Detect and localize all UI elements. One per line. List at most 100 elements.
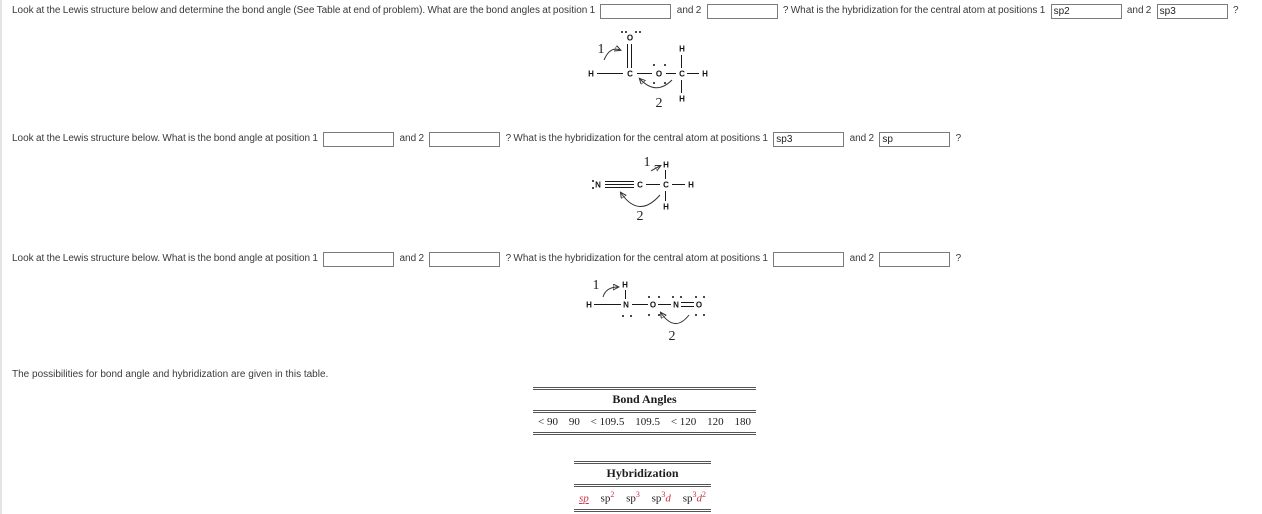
double-bond-line: [681, 306, 694, 307]
bond-line: [625, 290, 626, 299]
bond-angles-title: Bond Angles: [533, 390, 756, 413]
hybridization-title: Hybridization: [574, 464, 711, 487]
atom-hydrogen-bottom: H: [679, 94, 685, 104]
question-3-text-d: and 2: [849, 253, 875, 264]
bond-angle-option: < 109.5: [590, 416, 625, 428]
position-2-arc: [661, 313, 690, 324]
table-note: The possibilities for bond angle and hyb…: [12, 369, 329, 380]
bond-line: [681, 55, 682, 68]
q2-bond-angle-1-input[interactable]: [323, 131, 395, 147]
position-1-arrow: [650, 166, 660, 171]
question-1-text-d: and 2: [1126, 5, 1152, 16]
position-1-label: 1: [592, 278, 600, 293]
bond-angles-table: Bond Angles < 90 90 < 109.5 109.5 < 120 …: [533, 387, 756, 435]
question-3-text-c: ? What is the hybridization for the cent…: [505, 253, 768, 264]
question-2-text-c: ? What is the hybridization for the cent…: [505, 133, 768, 144]
position-1-label: 1: [643, 155, 651, 170]
question-2: Look at the Lewis structure below. What …: [12, 131, 1260, 148]
lone-pair-dot: [648, 314, 650, 316]
lone-pair-dot: [653, 82, 655, 84]
question-1-text-b: and 2: [676, 5, 702, 16]
bond-line: [666, 73, 676, 74]
question-3-text-b: and 2: [399, 253, 425, 264]
bond-angle-option: < 90: [538, 416, 558, 428]
lone-pair-dot: [635, 31, 637, 33]
bond-line: [665, 170, 666, 179]
bond-line: [632, 304, 648, 305]
q1-bond-angle-1-input[interactable]: [600, 3, 672, 19]
hybridization-text: sp: [600, 492, 611, 505]
q1-hybridization-1-input[interactable]: [1050, 3, 1122, 19]
q2-hybridization-2-input[interactable]: [879, 131, 951, 147]
bond-angle-option: 180: [734, 416, 751, 428]
hybridization-sup: 2: [610, 490, 615, 499]
q2-hybridization-1-input[interactable]: [773, 131, 845, 147]
lone-pair-dot: [653, 64, 655, 66]
hybridization-dsup: 2: [701, 490, 706, 499]
curved-arrows-3: [602, 276, 690, 324]
question-2-text-a: Look at the Lewis structure below. What …: [12, 133, 318, 144]
question-1-text-c: ? What is the hybridization for the cent…: [782, 5, 1046, 16]
bond-angle-option: 109.5: [635, 416, 660, 428]
atom-oxygen-ester: O: [655, 69, 663, 79]
q1-hybridization-2-input[interactable]: [1156, 3, 1228, 19]
q3-hybridization-2-input[interactable]: [879, 251, 951, 267]
atom-carbon-nitrile: C: [637, 180, 643, 190]
q3-bond-angle-2-input[interactable]: [429, 251, 501, 267]
curved-arrows-1: [603, 30, 673, 89]
hybridization-sup: 3: [661, 490, 666, 499]
hybridization-text: sp: [579, 492, 589, 505]
hybridization-option: sp3d2: [683, 490, 706, 505]
atom-oxygen-middle: O: [649, 300, 657, 310]
hybridization-option: sp: [579, 490, 589, 505]
lone-pair-dot: [639, 31, 641, 33]
q1-bond-angle-2-input[interactable]: [706, 3, 778, 19]
lone-pair-dot: [664, 64, 666, 66]
hybridization-table: Hybridization sp sp2 sp3 sp3d sp3d2: [574, 461, 711, 512]
curved-arrows-2: [588, 156, 708, 207]
lone-pair-dot: [592, 187, 594, 189]
q3-hybridization-1-input[interactable]: [773, 251, 845, 267]
question-1: Look at the Lewis structure below and de…: [12, 3, 1260, 20]
atom-carbon-methyl: C: [679, 69, 685, 79]
double-bond-line: [681, 302, 694, 303]
bond-angle-option: 120: [707, 416, 724, 428]
lone-pair-dot: [695, 296, 697, 298]
bond-angles-values: < 90 90 < 109.5 109.5 < 120 120 180: [533, 413, 756, 432]
position-1-arrow: [603, 49, 620, 61]
bond-angle-option: 90: [568, 416, 580, 428]
hybridization-text: sp: [626, 492, 636, 505]
hybridization-text: sp: [651, 492, 662, 505]
hybridization-sup: 3: [635, 490, 640, 499]
question-1-text-a: Look at the Lewis structure below and de…: [12, 5, 596, 16]
q3-bond-angle-1-input[interactable]: [323, 251, 395, 267]
atom-hydrogen-left: H: [588, 69, 594, 79]
lone-pair-dot: [695, 314, 697, 316]
atom-nitrogen: N: [595, 180, 601, 190]
lewis-structure-2: 1 2 N C C H H H: [588, 155, 708, 224]
lone-pair-dot: [703, 314, 705, 316]
atom-nitrogen-central: N: [623, 300, 629, 310]
lone-pair-dot: [664, 82, 666, 84]
atom-hydrogen-right: H: [688, 180, 694, 190]
bond-line: [597, 73, 623, 74]
position-1-label: 1: [597, 42, 605, 57]
question-3: Look at the Lewis structure below. What …: [12, 251, 1260, 268]
position-2-label: 2: [655, 96, 663, 111]
atom-hydrogen-bottom: H: [663, 202, 669, 212]
hybridization-d: d: [696, 492, 702, 505]
bond-angle-option: < 120: [670, 416, 697, 428]
lone-pair-dot: [672, 296, 674, 298]
position-2-label: 2: [668, 329, 676, 344]
hybridization-option: sp3d: [652, 490, 671, 505]
atom-oxygen-carbonyl: O: [626, 33, 634, 43]
question-2-text-b: and 2: [399, 133, 425, 144]
position-1-arrow: [602, 287, 618, 298]
lone-pair-dot: [592, 180, 594, 182]
bond-line: [594, 304, 621, 305]
atom-hydrogen-left: H: [586, 300, 592, 310]
lone-pair-dot: [680, 296, 682, 298]
question-1-text-e: ?: [1232, 5, 1239, 16]
atom-carbon-central: C: [627, 69, 633, 79]
q2-bond-angle-2-input[interactable]: [429, 131, 501, 147]
